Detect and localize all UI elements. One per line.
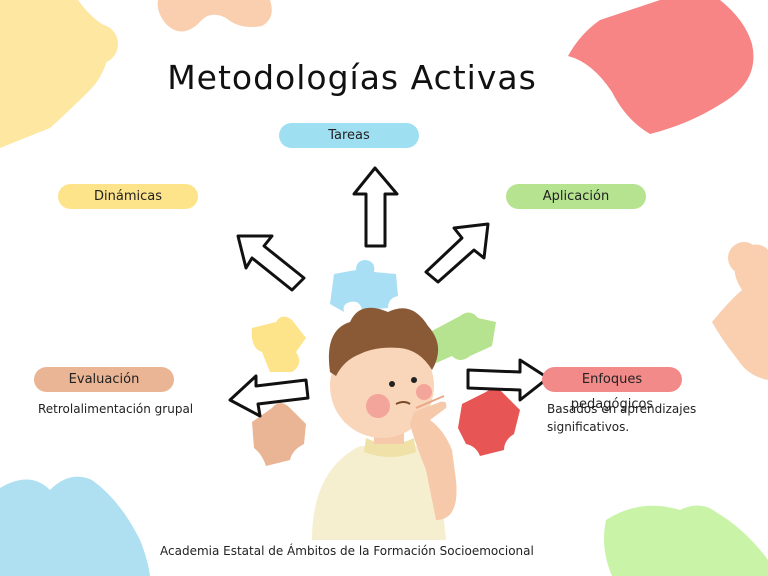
footer-credit: Academia Estatal de Ámbitos de la Formac… bbox=[160, 544, 534, 558]
arrow-to-aplicacion bbox=[424, 222, 490, 284]
node-enfoques-pedagogicos: Enfoques pedagógicos bbox=[542, 367, 682, 412]
diagram-title: Metodologías Activas bbox=[167, 58, 537, 97]
node-tareas: Tareas bbox=[279, 123, 419, 148]
puzzle-piece-red-center bbox=[458, 388, 520, 456]
puzzle-piece-yellow-center bbox=[251, 316, 306, 372]
puzzle-piece-yellow-topleft bbox=[0, 0, 118, 148]
node-aplicacion: Aplicación bbox=[506, 184, 646, 209]
enfoques-description-line-2: significativos. bbox=[547, 420, 630, 434]
puzzle-piece-peach-right bbox=[712, 242, 768, 380]
evaluacion-description: Retrolalimentación grupal bbox=[38, 402, 194, 416]
thinking-boy-illustration bbox=[312, 307, 457, 540]
puzzle-piece-peach-top bbox=[157, 0, 272, 32]
arrow-to-enfoques bbox=[466, 358, 550, 402]
puzzle-piece-blue-center bbox=[330, 260, 398, 312]
enfoques-description-line-1: Basados en aprendizajes bbox=[547, 402, 697, 416]
puzzle-piece-peach-center bbox=[252, 403, 306, 466]
enfoques-description: Basados en aprendizajes significativos. bbox=[547, 400, 696, 436]
arrow-to-tareas bbox=[352, 166, 399, 248]
node-dinamicas: Dinámicas bbox=[58, 184, 198, 209]
puzzle-piece-red-topright bbox=[568, 0, 754, 134]
arrow-to-dinamicas bbox=[236, 234, 306, 292]
puzzle-piece-blue-bottomleft bbox=[0, 476, 150, 576]
puzzle-piece-green-bottomright bbox=[604, 505, 768, 576]
arrow-to-evaluacion bbox=[228, 374, 310, 418]
node-evaluacion: Evaluación bbox=[34, 367, 174, 392]
puzzle-piece-green-center bbox=[430, 312, 496, 364]
